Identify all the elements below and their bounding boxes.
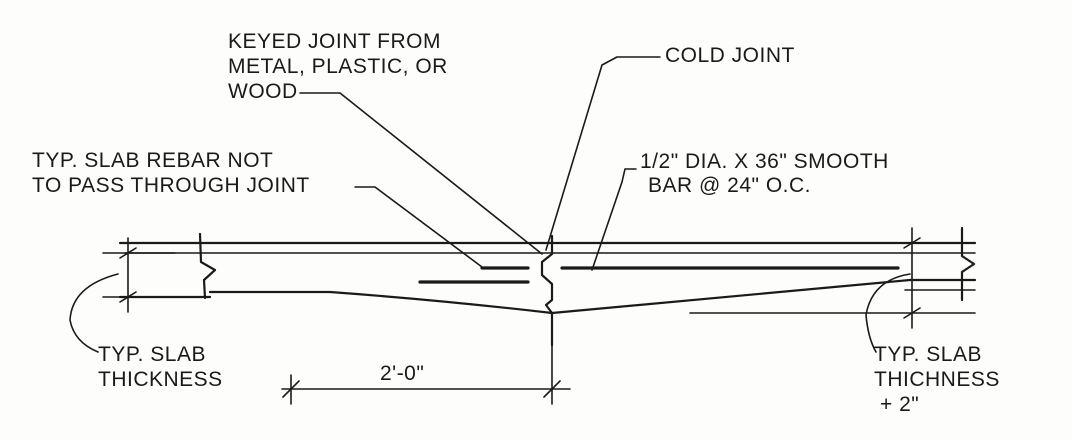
right-thickness-label-line3: + 2"	[880, 393, 919, 416]
keyed-joint-label-line2: METAL, PLASTIC, OR	[228, 55, 448, 78]
dim-tick-left	[282, 380, 300, 398]
right-thickness-arc	[865, 273, 911, 353]
right-break-line	[960, 226, 976, 302]
left-tick-top	[119, 247, 137, 259]
smooth-bar-label-line1: 1/2" DIA. X 36" SMOOTH	[640, 150, 889, 173]
keyed-joint-leader	[299, 92, 543, 255]
right-thickness-label-line2: THICHNESS	[874, 368, 1000, 391]
keyed-joint-line	[540, 234, 554, 347]
dimension-label: 2'-0"	[380, 362, 424, 385]
keyed-joint-label-line1: KEYED JOINT FROM	[228, 30, 441, 53]
left-break-line	[198, 232, 217, 300]
dim-tick-right	[543, 380, 561, 398]
smooth-bar-label-line2: BAR @ 24" O.C.	[648, 174, 811, 197]
right-tick-bottom	[903, 307, 921, 319]
left-thickness-label-line1: TYP. SLAB	[98, 343, 206, 366]
cold-joint-label: COLD JOINT	[665, 44, 795, 67]
right-thickness-label-line1: TYP. SLAB	[874, 343, 982, 366]
cold-joint-leader	[545, 56, 661, 251]
slab-thickened-bottom	[208, 278, 977, 315]
rebar-note-label-line2: TO PASS THROUGH JOINT	[32, 174, 310, 197]
left-thickness-arc	[69, 273, 119, 353]
rebar-note-leader	[354, 186, 483, 268]
left-tick-bottom	[119, 291, 137, 303]
rebar-note-label-line1: TYP. SLAB REBAR NOT	[32, 149, 273, 172]
left-thickness-label-line2: THICKNESS	[98, 368, 223, 391]
keyed-joint-label-line3: WOOD	[228, 80, 298, 103]
smooth-bar-leader	[591, 168, 637, 271]
right-tick-top	[903, 237, 921, 249]
